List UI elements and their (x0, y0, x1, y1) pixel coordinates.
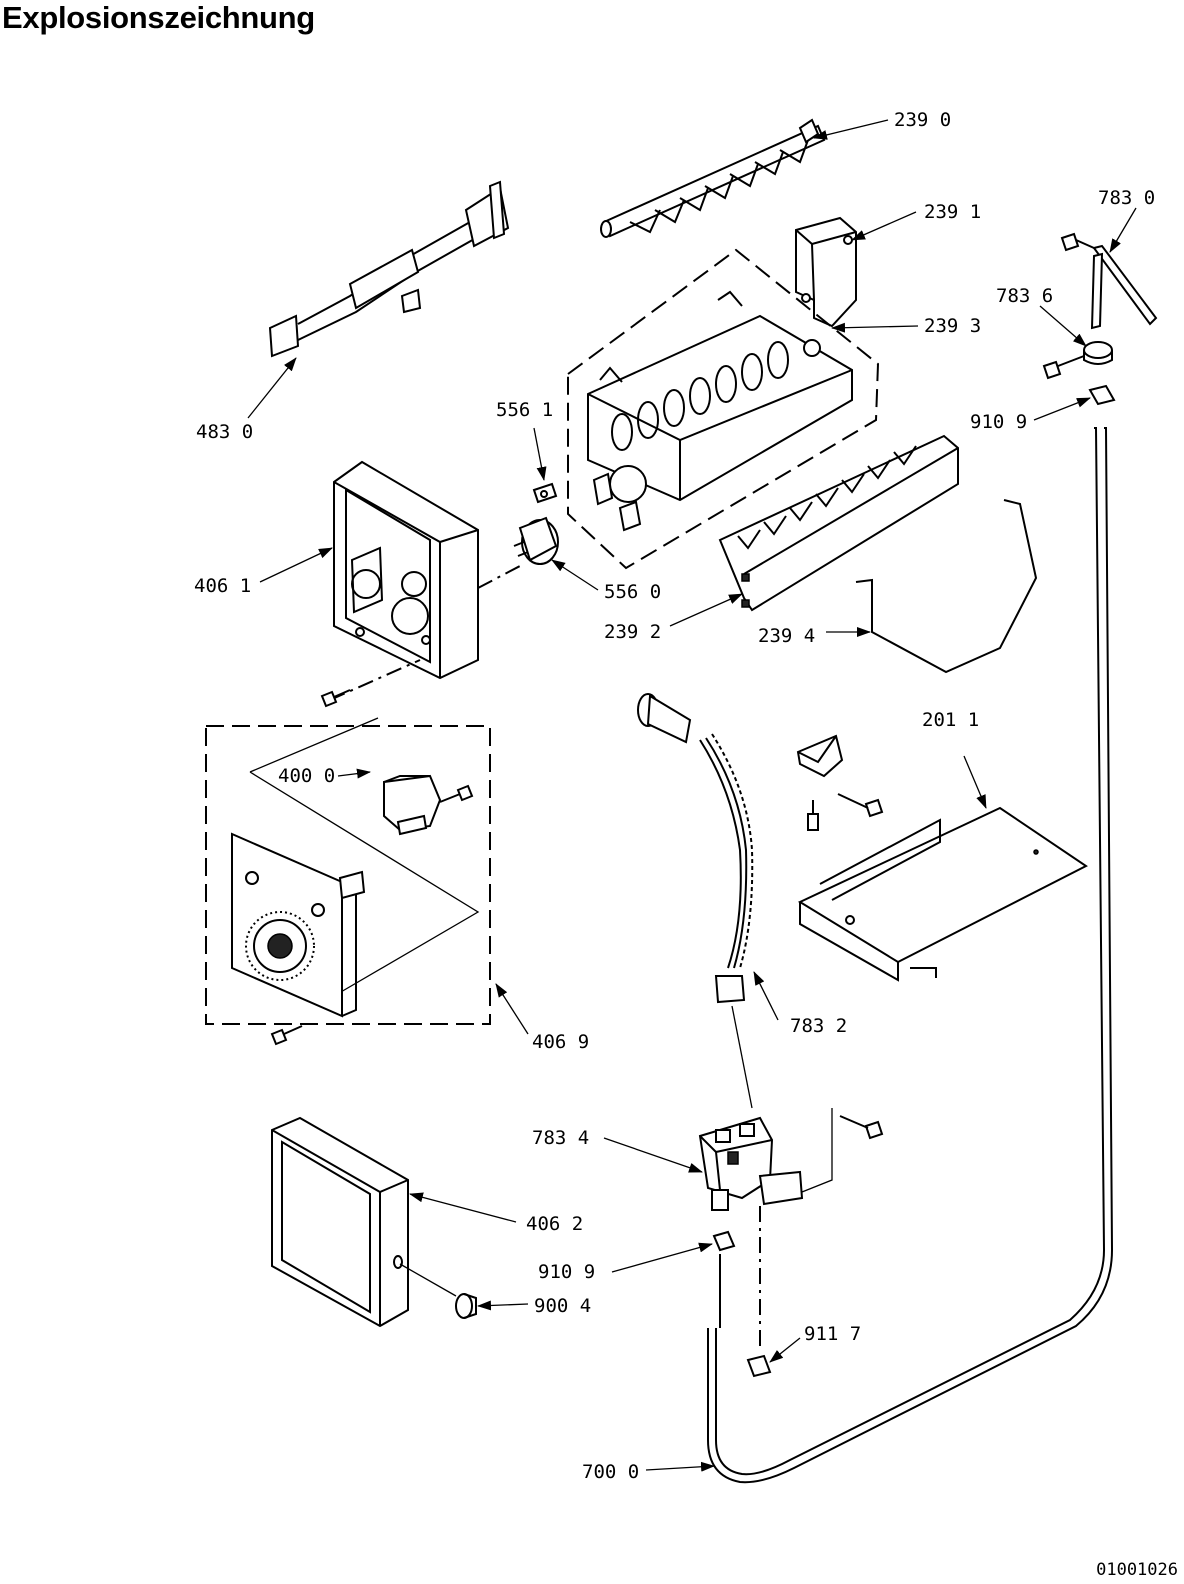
axis-line (329, 659, 421, 701)
screw-part (439, 784, 474, 803)
callout-label: 239 3 (924, 315, 981, 337)
page-title: Explosionszeichnung (2, 0, 315, 35)
document-number: 01001026 (1096, 1560, 1178, 1580)
plug-button (455, 1293, 477, 1319)
callout-label: 239 2 (604, 621, 661, 643)
motor (383, 774, 442, 836)
wiring-harness (268, 180, 510, 358)
screw-part (837, 793, 884, 818)
heater-rod (1090, 244, 1158, 330)
fill-tube-assembly (637, 693, 754, 1004)
screw-part (1060, 232, 1095, 252)
callout-label: 783 2 (790, 1015, 847, 1037)
callout-label: 239 0 (894, 109, 951, 131)
clamp-part (1083, 341, 1113, 365)
nut-part (712, 1230, 736, 1252)
mold-cover-part (795, 216, 857, 328)
screw-part (320, 689, 351, 708)
callout-label: 911 7 (804, 1323, 861, 1345)
callout-label: 239 1 (924, 201, 981, 223)
module-cover (271, 1116, 409, 1328)
axis-line (731, 1005, 753, 1109)
screw-part (807, 800, 819, 831)
callout-leaders (247, 119, 1137, 1472)
ice-mold-dashed-outline (567, 248, 880, 570)
screw-part (839, 1115, 884, 1140)
mounting-plate (797, 806, 1088, 982)
callout-label: 556 1 (496, 399, 553, 421)
ejector-blade (600, 118, 826, 238)
callout-label: 910 9 (538, 1261, 595, 1283)
thermostat-clip (532, 482, 558, 504)
callout-label: 900 4 (534, 1295, 591, 1317)
callout-label: 201 1 (922, 709, 979, 731)
nut-part (1088, 384, 1116, 406)
callout-label: 483 0 (196, 421, 253, 443)
ice-mold (587, 290, 853, 532)
water-valve (698, 1116, 804, 1211)
callout-label: 239 4 (758, 625, 815, 647)
axis-line (399, 1263, 457, 1297)
module-housing (333, 460, 479, 680)
callout-label: 783 0 (1098, 187, 1155, 209)
callout-label: 783 4 (532, 1127, 589, 1149)
nut-part (746, 1354, 772, 1378)
callout-label: 406 2 (526, 1213, 583, 1235)
callout-label: 783 6 (996, 285, 1053, 307)
stripper (718, 434, 959, 612)
plane-outline (249, 717, 480, 997)
motor-assembly-dashed-outline (205, 725, 491, 1025)
callout-label: 910 9 (970, 411, 1027, 433)
callout-label: 700 0 (582, 1461, 639, 1483)
callout-label: 400 0 (278, 765, 335, 787)
callout-label: 406 9 (532, 1031, 589, 1053)
shutoff-arm (855, 499, 1038, 674)
callout-label: 556 0 (604, 581, 661, 603)
bracket-part (796, 734, 844, 778)
axis-line (477, 565, 521, 589)
screw-part (270, 1025, 303, 1046)
callout-label: 406 1 (194, 575, 251, 597)
screw-part (1042, 355, 1085, 380)
thermostat (513, 516, 559, 565)
axis-line (801, 1108, 833, 1193)
water-tube (707, 427, 1114, 1484)
motor-plate (231, 832, 366, 1018)
